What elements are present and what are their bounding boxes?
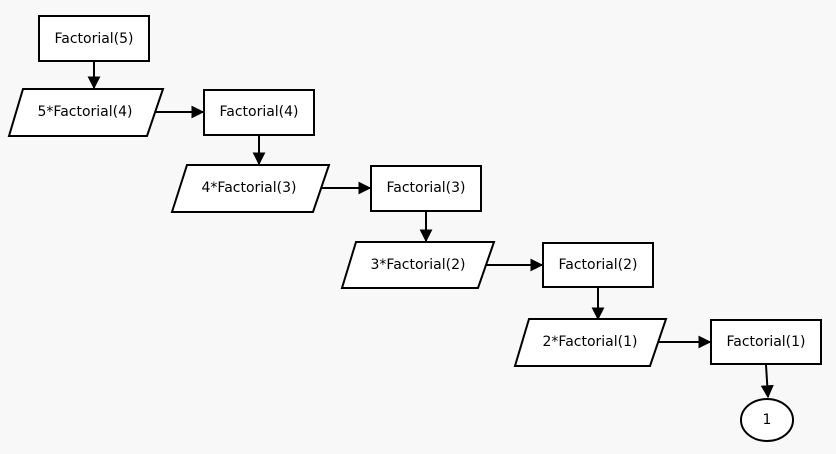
node-label: Factorial(2) bbox=[558, 257, 637, 273]
parallelogram-shape bbox=[7, 88, 165, 137]
node-factorial-2: Factorial(2) bbox=[542, 242, 654, 288]
node-label: 3*Factorial(2) bbox=[371, 257, 466, 273]
rect-shape bbox=[203, 89, 315, 136]
terminal-ellipse bbox=[740, 398, 794, 442]
node-label: Factorial(4) bbox=[219, 104, 298, 120]
rect-shape bbox=[542, 242, 654, 288]
node-label: Factorial(3) bbox=[386, 180, 465, 196]
arrow-f1-to-terminal bbox=[760, 364, 774, 399]
parallelogram-shape bbox=[513, 318, 668, 367]
node-2-times-factorial-1: 2*Factorial(1) bbox=[513, 318, 668, 367]
node-3-times-factorial-2: 3*Factorial(2) bbox=[340, 241, 496, 289]
node-label: Factorial(5) bbox=[54, 31, 133, 47]
rect-shape bbox=[710, 319, 822, 365]
edges bbox=[87, 62, 774, 399]
node-factorial-1: Factorial(1) bbox=[710, 319, 822, 365]
node-4-times-factorial-3: 4*Factorial(3) bbox=[170, 164, 331, 213]
node-factorial-4: Factorial(4) bbox=[203, 89, 315, 136]
node-label: 2*Factorial(1) bbox=[543, 334, 638, 350]
terminal-label: 1 bbox=[763, 412, 772, 428]
rect-shape bbox=[370, 165, 482, 212]
node-label: Factorial(1) bbox=[726, 334, 805, 350]
parallelogram-shape bbox=[170, 164, 331, 213]
node-label: 5*Factorial(4) bbox=[38, 104, 133, 120]
node-terminal-1: 1 bbox=[740, 398, 794, 442]
parallelogram-shape bbox=[340, 241, 496, 289]
rect-shape bbox=[38, 15, 150, 62]
node-5-times-factorial-4: 5*Factorial(4) bbox=[7, 88, 165, 137]
node-label: 4*Factorial(3) bbox=[202, 180, 297, 196]
node-factorial-5: Factorial(5) bbox=[38, 15, 150, 62]
node-factorial-3: Factorial(3) bbox=[370, 165, 482, 212]
